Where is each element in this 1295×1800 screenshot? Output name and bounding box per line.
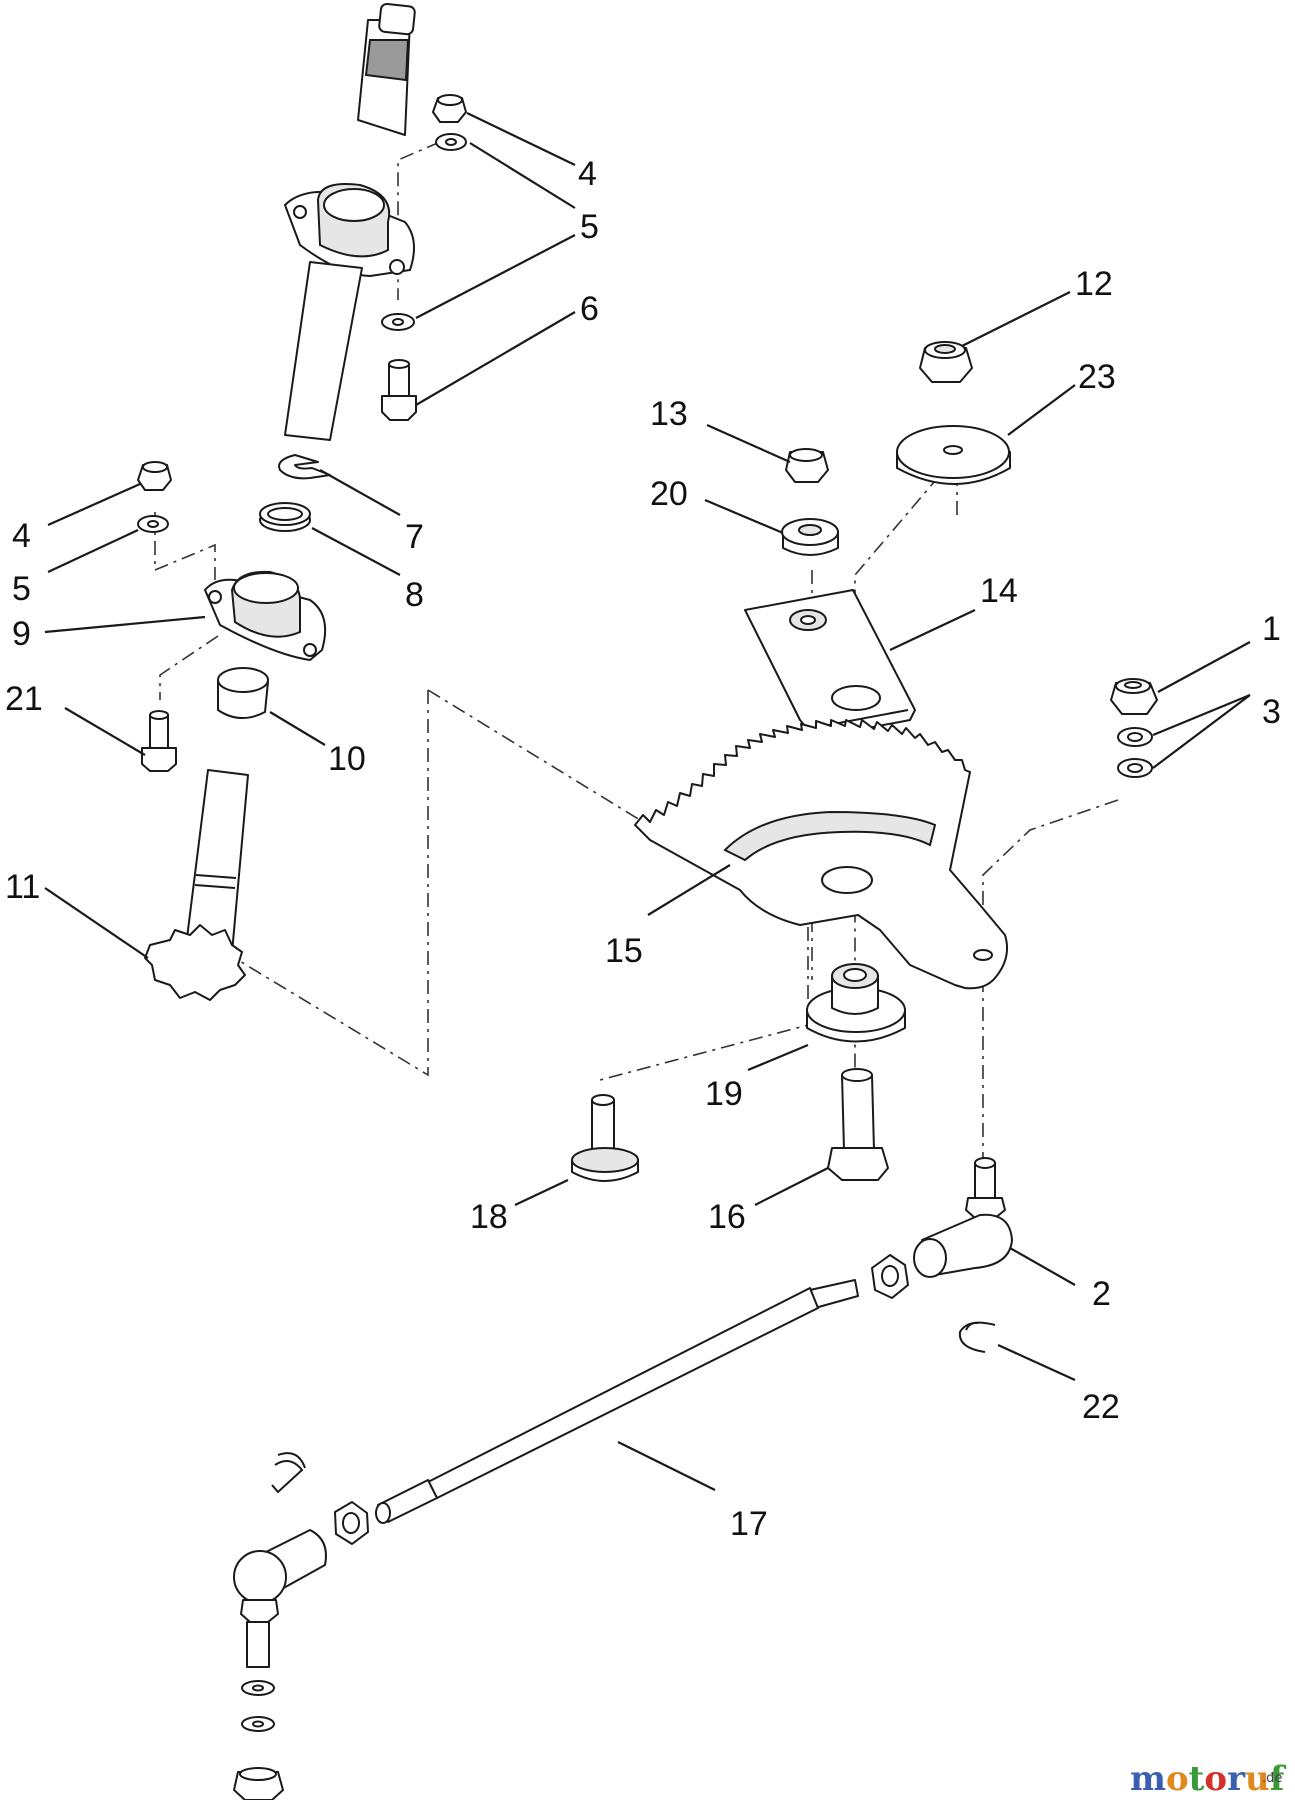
wm-suffix: .de <box>1262 1771 1282 1786</box>
tie-rod-nut-left <box>334 1501 369 1545</box>
cotter-pin-left <box>271 1452 306 1494</box>
callout-7: 7 <box>405 518 424 556</box>
callout-10: 10 <box>328 740 366 778</box>
callout-1: 1 <box>1262 610 1281 648</box>
grommet-20 <box>781 518 839 556</box>
callout-4-top: 4 <box>578 155 597 193</box>
bolt-6 <box>381 359 417 421</box>
callout-21: 21 <box>5 680 43 718</box>
callout-18: 18 <box>470 1198 508 1236</box>
nut-12 <box>919 341 973 383</box>
pinion-shaft-11 <box>144 769 249 1001</box>
callout-9: 9 <box>12 615 31 653</box>
washers-left-stack <box>233 1680 284 1800</box>
wm-letter-1: o <box>1166 1759 1189 1799</box>
callout-20: 20 <box>650 475 688 513</box>
callout-3: 3 <box>1262 693 1281 731</box>
callout-15: 15 <box>605 932 643 970</box>
callout-5-top: 5 <box>580 208 599 246</box>
shaft-tube-mid <box>284 261 363 441</box>
callout-6: 6 <box>580 290 599 328</box>
callout-23: 23 <box>1078 358 1116 396</box>
wm-letter-6: f <box>1270 1759 1287 1799</box>
cotter-pin-22 <box>958 1321 996 1353</box>
leader-lines <box>44 112 1251 1491</box>
sector-gear-15 <box>634 719 1008 990</box>
wm-letter-3: o <box>1204 1759 1227 1799</box>
steering-shaft-upper <box>357 2 416 136</box>
washer-3-upper <box>1117 727 1153 747</box>
callout-8: 8 <box>405 576 424 614</box>
callout-4-left: 4 <box>12 517 31 555</box>
plate-14 <box>744 589 916 739</box>
spacer-19 <box>806 963 906 1043</box>
tie-rod-17 <box>375 1279 859 1524</box>
flange-bearing-upper <box>284 183 415 277</box>
bolt-18 <box>571 1094 639 1182</box>
ball-joint-left <box>233 1529 327 1668</box>
washer-23 <box>896 425 1011 485</box>
callout-22: 22 <box>1082 1388 1120 1426</box>
bushing-8 <box>259 502 311 532</box>
washer-3-lower <box>1117 758 1153 778</box>
e-clip-7 <box>278 454 331 480</box>
nut-4-left <box>137 461 172 491</box>
nut-4-top <box>432 94 467 123</box>
callout-2: 2 <box>1092 1275 1111 1313</box>
ball-joint-2 <box>913 1157 1013 1278</box>
bushing-10 <box>217 667 269 719</box>
flange-bearing-9 <box>204 570 326 661</box>
nut-13 <box>785 448 829 483</box>
callout-13: 13 <box>650 395 688 433</box>
callout-5-left: 5 <box>12 570 31 608</box>
watermark-logo: motoruf .de <box>1130 1759 1287 1799</box>
wm-letter-4: r <box>1227 1759 1246 1799</box>
callout-11: 11 <box>5 868 40 906</box>
callout-17: 17 <box>730 1505 768 1543</box>
wm-letter-5: u <box>1245 1759 1270 1799</box>
callout-labels: 4 5 5 6 7 8 4 5 9 21 10 11 12 13 23 20 1… <box>5 155 1281 1543</box>
callout-14: 14 <box>980 572 1018 610</box>
callout-16: 16 <box>708 1198 746 1236</box>
washer-5-mid <box>381 313 415 331</box>
tie-rod-nut-right <box>871 1254 909 1299</box>
svg-text:motoruf: motoruf <box>1130 1759 1287 1799</box>
washer-5-top <box>435 133 467 151</box>
bolt-16 <box>827 1068 889 1181</box>
wm-letter-0: m <box>1130 1759 1166 1799</box>
bolt-21 <box>141 710 177 772</box>
nut-1 <box>1110 678 1158 715</box>
washer-5-left <box>137 515 169 533</box>
callout-19: 19 <box>705 1075 743 1113</box>
callout-12: 12 <box>1075 265 1113 303</box>
wm-letter-2: t <box>1189 1759 1205 1799</box>
